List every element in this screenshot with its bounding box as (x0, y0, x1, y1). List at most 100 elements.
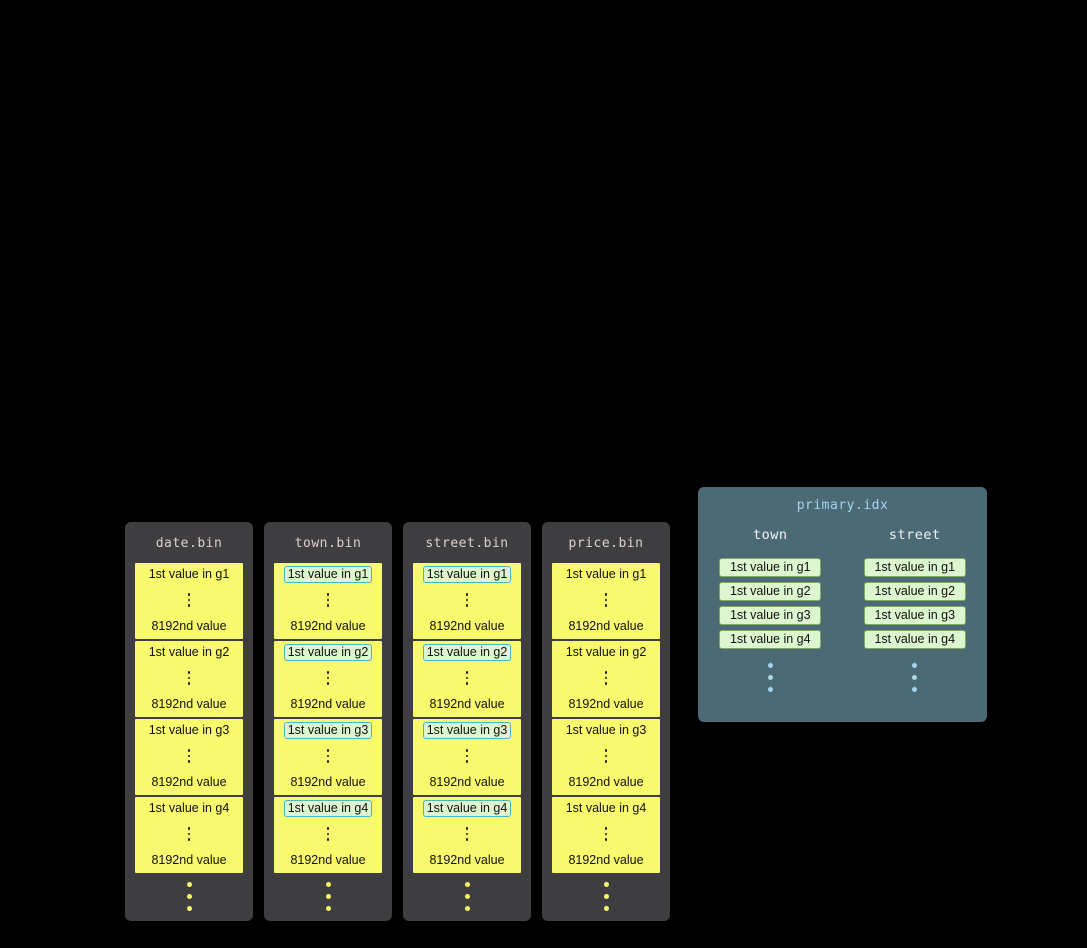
granule-last-value: 8192nd value (151, 697, 227, 711)
index-column-header: street (888, 527, 941, 543)
index-entry: 1st value in g1 (863, 558, 966, 577)
indexed-value-highlight: 1st value in g1 (283, 566, 373, 583)
indexed-value-highlight: 1st value in g4 (283, 800, 373, 817)
bin-file-title: town.bin (294, 536, 362, 551)
granule-first-value: 1st value in g4 (422, 800, 512, 817)
granule-first-value: 1st value in g3 (565, 723, 647, 737)
granule-block: 1st value in g2 8192nd value (135, 641, 243, 717)
granule-block: 1st value in g1 8192nd value (552, 563, 660, 639)
granule-first-value: 1st value in g2 (565, 645, 647, 659)
granule-last-value: 8192nd value (429, 697, 505, 711)
index-entry: 1st value in g4 (863, 630, 966, 649)
granule-first-value: 1st value in g1 (283, 566, 373, 583)
bin-file-title: date.bin (155, 536, 223, 551)
vertical-ellipsis-icon (465, 671, 469, 685)
granule-last-value: 8192nd value (151, 853, 227, 867)
index-column-street: street 1st value in g1 1st value in g2 1… (863, 527, 966, 692)
granule-block: 1st value in g1 8192nd value (413, 563, 521, 639)
vertical-ellipsis-icon (326, 749, 330, 763)
granule-first-value: 1st value in g2 (148, 645, 230, 659)
granule-first-value: 1st value in g3 (148, 723, 230, 737)
vertical-ellipsis-icon (465, 827, 469, 841)
granule-block: 1st value in g3 8192nd value (413, 719, 521, 795)
granule-block: 1st value in g2 8192nd value (413, 641, 521, 717)
granule-last-value: 8192nd value (568, 775, 644, 789)
granule-block: 1st value in g2 8192nd value (552, 641, 660, 717)
vertical-ellipsis-icon (187, 827, 191, 841)
granule-first-value: 1st value in g1 (565, 567, 647, 581)
granule-last-value: 8192nd value (568, 619, 644, 633)
granule-first-value: 1st value in g4 (565, 801, 647, 815)
granule-last-value: 8192nd value (429, 775, 505, 789)
vertical-ellipsis-icon (326, 827, 330, 841)
granule-block: 1st value in g3 8192nd value (135, 719, 243, 795)
vertical-ellipsis-icon (465, 749, 469, 763)
granule-first-value: 1st value in g3 (422, 722, 512, 739)
granule-last-value: 8192nd value (568, 697, 644, 711)
bin-file-column-town: town.bin 1st value in g1 8192nd value 1s… (264, 522, 392, 921)
granule-last-value: 8192nd value (290, 697, 366, 711)
indexed-value-highlight: 1st value in g1 (422, 566, 512, 583)
granule-block: 1st value in g4 8192nd value (552, 797, 660, 873)
granule-first-value: 1st value in g1 (422, 566, 512, 583)
primary-index-title: primary.idx (796, 498, 889, 513)
bin-file-title: street.bin (425, 536, 509, 551)
index-column-header: town (752, 527, 788, 543)
more-index-entries-ellipsis-icon (767, 663, 773, 692)
vertical-ellipsis-icon (604, 671, 608, 685)
granule-first-value: 1st value in g2 (422, 644, 512, 661)
bin-file-column-price: price.bin 1st value in g1 8192nd value 1… (542, 522, 670, 921)
granule-last-value: 8192nd value (290, 775, 366, 789)
granule-last-value: 8192nd value (429, 853, 505, 867)
indexed-value-highlight: 1st value in g2 (422, 644, 512, 661)
vertical-ellipsis-icon (604, 593, 608, 607)
vertical-ellipsis-icon (604, 749, 608, 763)
granule-last-value: 8192nd value (290, 619, 366, 633)
granule-first-value: 1st value in g4 (283, 800, 373, 817)
granule-first-value: 1st value in g1 (148, 567, 230, 581)
bin-file-column-date: date.bin 1st value in g1 8192nd value 1s… (125, 522, 253, 921)
indexed-value-highlight: 1st value in g3 (283, 722, 373, 739)
indexed-value-highlight: 1st value in g3 (422, 722, 512, 739)
granule-block: 1st value in g4 8192nd value (413, 797, 521, 873)
index-entry: 1st value in g3 (863, 606, 966, 625)
bin-file-column-street: street.bin 1st value in g1 8192nd value … (403, 522, 531, 921)
vertical-ellipsis-icon (187, 593, 191, 607)
indexed-value-highlight: 1st value in g2 (283, 644, 373, 661)
index-entry: 1st value in g3 (719, 606, 822, 625)
bin-file-title: price.bin (568, 536, 644, 551)
granule-first-value: 1st value in g4 (148, 801, 230, 815)
indexed-value-highlight: 1st value in g4 (422, 800, 512, 817)
more-index-entries-ellipsis-icon (912, 663, 918, 692)
primary-index-columns: town 1st value in g1 1st value in g2 1st… (698, 527, 987, 692)
vertical-ellipsis-icon (604, 827, 608, 841)
granule-last-value: 8192nd value (568, 853, 644, 867)
index-column-town: town 1st value in g1 1st value in g2 1st… (719, 527, 822, 692)
vertical-ellipsis-icon (465, 593, 469, 607)
index-entry: 1st value in g2 (863, 582, 966, 601)
more-granules-ellipsis-icon (135, 882, 243, 911)
granule-last-value: 8192nd value (151, 775, 227, 789)
more-granules-ellipsis-icon (552, 882, 660, 911)
granule-block: 1st value in g2 8192nd value (274, 641, 382, 717)
granule-block: 1st value in g3 8192nd value (274, 719, 382, 795)
granule-block: 1st value in g3 8192nd value (552, 719, 660, 795)
granule-block: 1st value in g1 8192nd value (135, 563, 243, 639)
granule-last-value: 8192nd value (151, 619, 227, 633)
primary-index-panel: primary.idx town 1st value in g1 1st val… (698, 487, 987, 722)
index-entry: 1st value in g1 (719, 558, 822, 577)
granule-block: 1st value in g4 8192nd value (135, 797, 243, 873)
granule-block: 1st value in g4 8192nd value (274, 797, 382, 873)
index-entry: 1st value in g2 (719, 582, 822, 601)
vertical-ellipsis-icon (326, 671, 330, 685)
granule-first-value: 1st value in g3 (283, 722, 373, 739)
granule-first-value: 1st value in g2 (283, 644, 373, 661)
more-granules-ellipsis-icon (413, 882, 521, 911)
vertical-ellipsis-icon (326, 593, 330, 607)
more-granules-ellipsis-icon (274, 882, 382, 911)
granule-block: 1st value in g1 8192nd value (274, 563, 382, 639)
vertical-ellipsis-icon (187, 671, 191, 685)
index-entry: 1st value in g4 (719, 630, 822, 649)
granule-last-value: 8192nd value (429, 619, 505, 633)
granule-last-value: 8192nd value (290, 853, 366, 867)
